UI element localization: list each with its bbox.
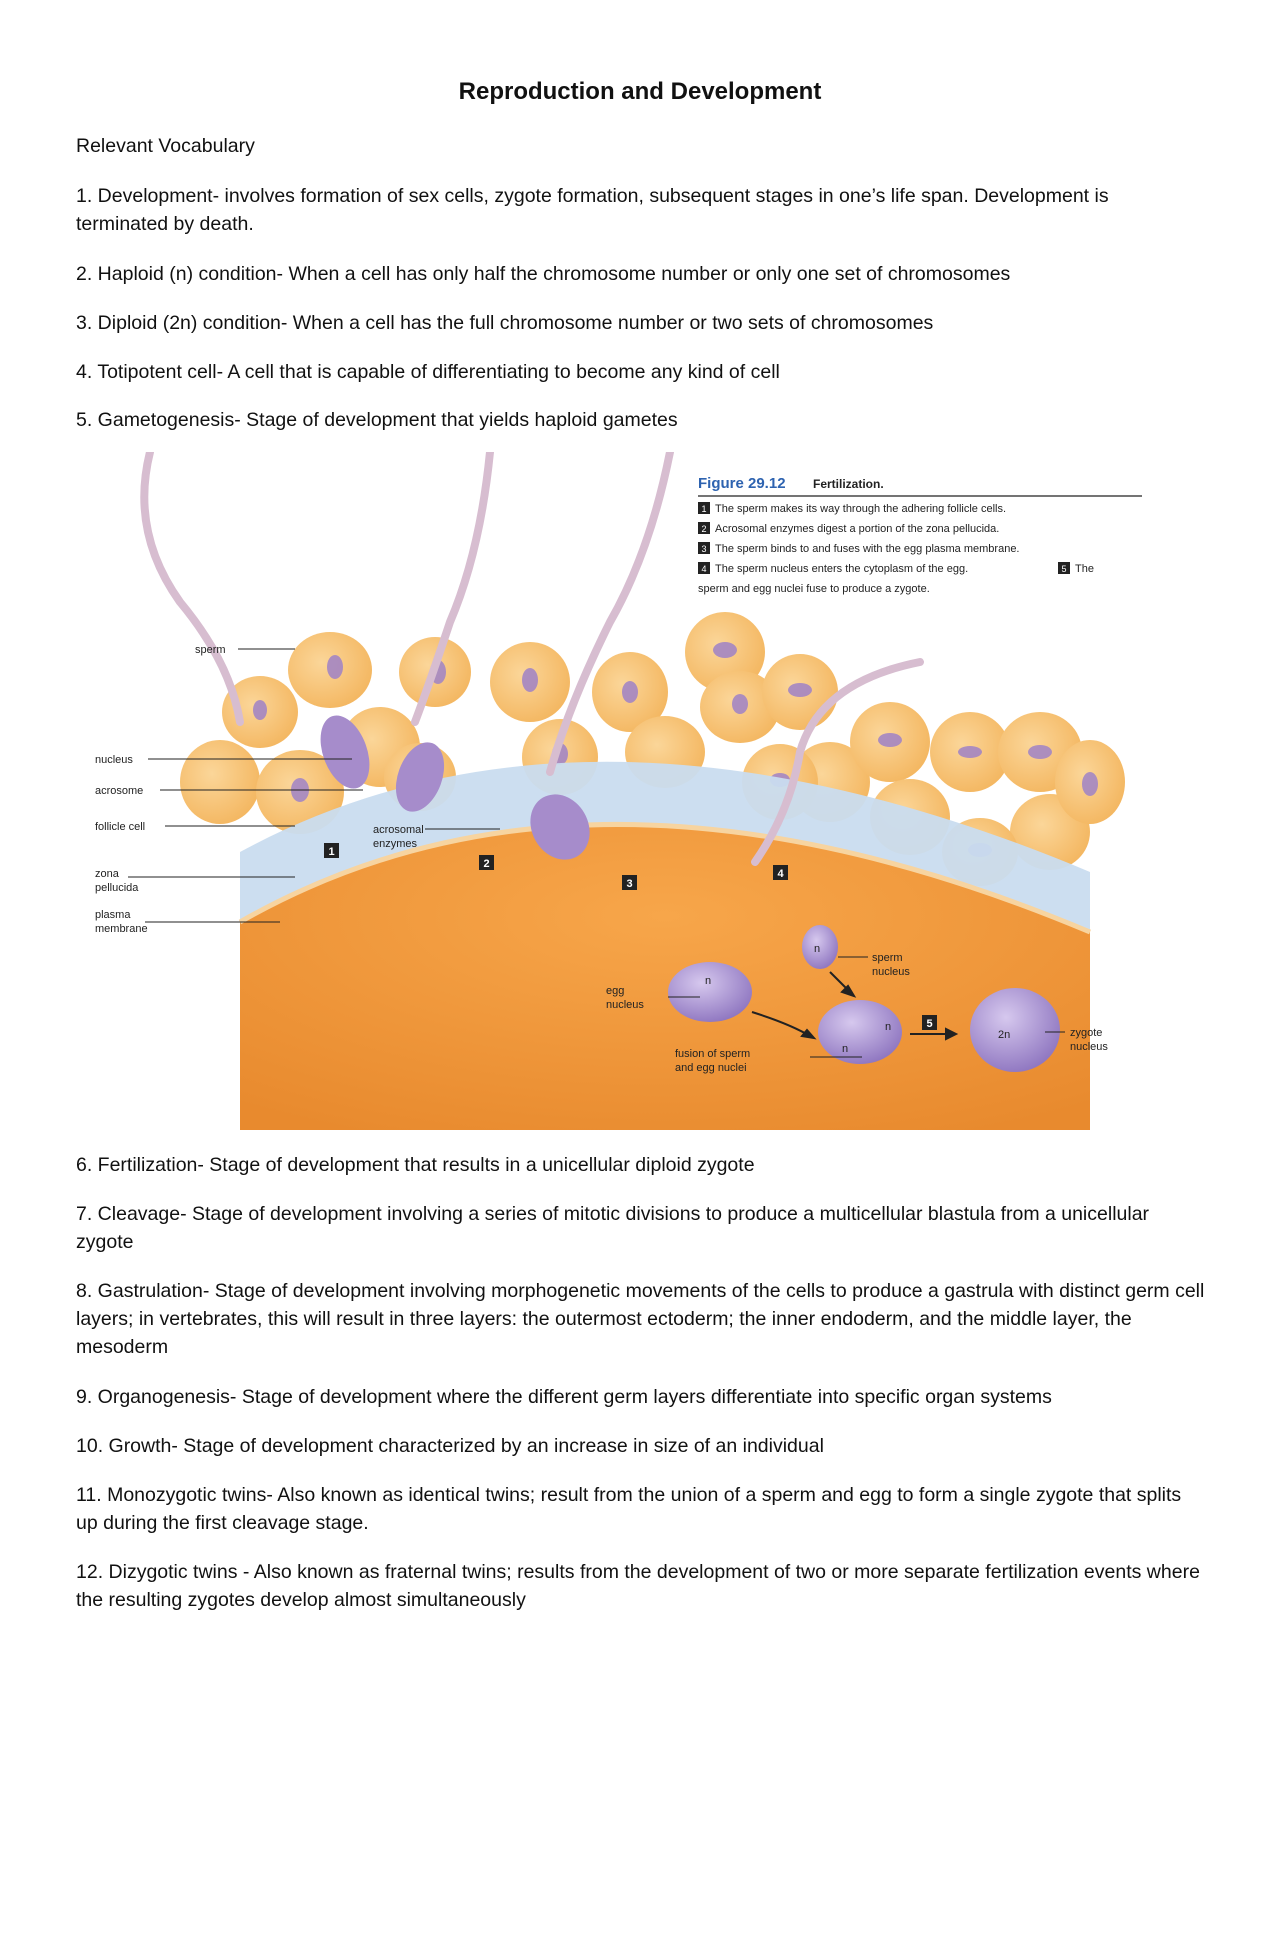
vocab-item-organogenesis: 9. Organogenesis- Stage of development w… — [76, 1386, 1052, 1408]
label-n-fusion-2: n — [842, 1043, 848, 1055]
label-2n: 2n — [998, 1029, 1010, 1041]
caption-step-2: Acrosomal enzymes digest a portion of th… — [715, 523, 999, 535]
sperm-nucleus — [802, 925, 838, 969]
egg-nucleus — [668, 962, 752, 1022]
label-acrosomal-1: acrosomal — [373, 824, 424, 836]
label-plasma-2: membrane — [95, 923, 148, 935]
page-title: Reproduction and Development — [458, 78, 822, 105]
marker-3: 3 — [626, 878, 632, 890]
label-nucleus: nucleus — [95, 754, 133, 766]
label-zygote-1: zygote — [1070, 1027, 1102, 1039]
fusing-nuclei — [818, 1000, 902, 1064]
fertilization-figure: Figure 29.12 Fertilization. 1 The sperm … — [90, 452, 1150, 1130]
label-follicle-cell: follicle cell — [95, 821, 145, 833]
plasma-membrane — [238, 821, 1091, 935]
vocab-item-gametogenesis: 5. Gametogenesis- Stage of development t… — [76, 409, 678, 431]
label-n-fusion: n — [885, 1021, 891, 1033]
caption-step-4-number: 4 — [701, 564, 706, 574]
label-sperm-nucleus-1: sperm — [872, 952, 903, 964]
vocabulary-heading: Relevant Vocabulary — [76, 135, 255, 157]
label-acrosomal-2: enzymes — [373, 838, 418, 850]
zygote-nucleus — [970, 988, 1060, 1072]
label-fusion-2: and egg nuclei — [675, 1062, 747, 1074]
label-egg-2: nucleus — [606, 999, 644, 1011]
vocab-item-dizygotic-twins: 12. Dizygotic twins - Also known as frat… — [76, 1561, 1200, 1611]
label-n-sperm: n — [814, 943, 820, 955]
caption-step-3: The sperm binds to and fuses with the eg… — [715, 543, 1020, 555]
vocab-item-diploid: 3. Diploid (2n) condition- When a cell h… — [76, 312, 934, 334]
vocab-item-monozygotic-twins: 11. Monozygotic twins- Also known as ide… — [76, 1484, 1182, 1534]
vocab-item-cleavage: 7. Cleavage- Stage of development involv… — [76, 1203, 1150, 1253]
follicle-nuclei — [253, 642, 1098, 857]
figure-number: Figure 29.12 — [698, 475, 786, 492]
figure-caption: Figure 29.12 Fertilization. 1 The sperm … — [698, 475, 1142, 595]
caption-step-4: The sperm nucleus enters the cytoplasm o… — [715, 563, 968, 575]
marker-5: 5 — [926, 1018, 932, 1030]
marker-2: 2 — [483, 858, 489, 870]
vocab-item-haploid: 2. Haploid (n) condition- When a cell ha… — [76, 263, 1011, 285]
vocab-item-growth: 10. Growth- Stage of development charact… — [76, 1435, 824, 1457]
caption-step-1-number: 1 — [701, 504, 706, 514]
caption-step-5-continued: sperm and egg nuclei fuse to produce a z… — [698, 583, 930, 595]
label-sperm-nucleus-2: nucleus — [872, 966, 910, 978]
vocab-item-fertilization: 6. Fertilization- Stage of development t… — [76, 1154, 755, 1176]
sperm-heads — [320, 715, 590, 860]
label-leaders — [128, 648, 1065, 1058]
figure-caption-title: Fertilization. — [813, 477, 884, 491]
label-fusion-1: fusion of sperm — [675, 1048, 750, 1060]
caption-step-2-number: 2 — [701, 524, 706, 534]
marker-1: 1 — [328, 846, 334, 858]
caption-step-5-number: 5 — [1061, 564, 1066, 574]
caption-step-1: The sperm makes its way through the adhe… — [715, 503, 1006, 515]
sperm-tails — [140, 452, 924, 866]
label-zygote-2: nucleus — [1070, 1041, 1108, 1053]
step-markers: 1 2 3 4 5 — [324, 843, 937, 1030]
marker-4: 4 — [777, 868, 784, 880]
label-n-egg: n — [705, 975, 711, 987]
label-zona-1: zona — [95, 868, 120, 880]
label-acrosome: acrosome — [95, 785, 143, 797]
caption-step-3-number: 3 — [701, 544, 706, 554]
vocab-item-totipotent: 4. Totipotent cell- A cell that is capab… — [76, 361, 780, 383]
caption-step-5: The — [1075, 563, 1094, 575]
vocab-item-gastrulation: 8. Gastrulation- Stage of development in… — [76, 1280, 1205, 1358]
vocab-item-development: 1. Development- involves formation of se… — [76, 185, 1109, 235]
zona-pellucida — [240, 761, 1090, 932]
fertilization-diagram: Figure 29.12 Fertilization. 1 The sperm … — [95, 452, 1142, 1130]
label-plasma-1: plasma — [95, 909, 131, 921]
figure-labels: sperm nucleus acrosome follicle cell zon… — [95, 644, 1108, 1074]
label-zona-2: pellucida — [95, 882, 139, 894]
label-sperm: sperm — [195, 644, 226, 656]
label-egg-1: egg — [606, 985, 624, 997]
process-arrows — [751, 971, 959, 1041]
